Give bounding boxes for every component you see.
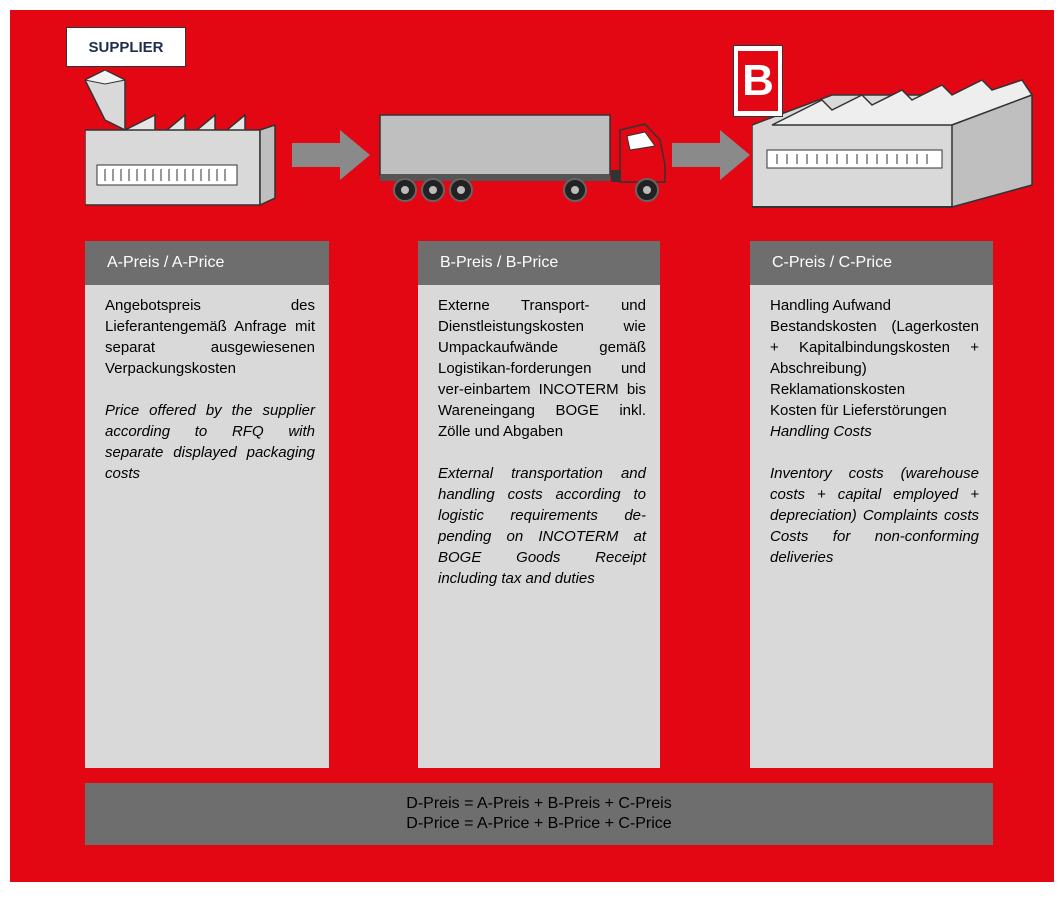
logo-letter: B [742,56,774,105]
a-price-german: Angebotspreis des Lieferantengemäß Anfra… [105,297,315,377]
b-price-title: B-Preis / B-Price [440,254,559,271]
b-price-german: Externe Transport- und Dienstleistungsko… [438,297,646,440]
factory-icon [85,70,276,207]
c-price-english: Inventory costs (warehouse costs + capit… [770,465,979,566]
b-price-english: External transportation and handling cos… [438,465,646,587]
c-price-title: C-Preis / C-Price [772,254,893,271]
b-price-body: Externe Transport- und Dienstleistungsko… [418,285,660,768]
boge-logo-icon: B [733,45,783,117]
c-price-body: Handling Aufwand Bestandskosten (Lagerko… [750,285,993,768]
a-price-english: Price offered by the supplier according … [105,402,315,482]
c-price-header: C-Preis / C-Price [750,241,993,285]
warehouse-icon [752,79,1034,208]
d-price-formula: D-Preis = A-Preis + B-Preis + C-Preis D-… [85,783,993,845]
supplier-label: SUPPLIER [66,27,186,67]
a-price-title: A-Preis / A-Price [107,254,225,271]
formula-line-german: D-Preis = A-Preis + B-Preis + C-Preis [406,795,672,812]
truck-icon [379,114,666,202]
formula-line-english: D-Price = A-Price + B-Price + C-Price [406,815,672,832]
a-price-header: A-Preis / A-Price [85,241,329,285]
c-price-german-italic: Handling Costs [770,423,872,440]
arrow-right-icon [292,130,370,180]
c-price-german-line: Reklamationskosten [770,381,906,398]
c-price-german-line: Handling Aufwand [770,297,891,314]
arrow-right-icon [672,130,750,180]
c-price-german-line: Kosten für Lieferstörungen [770,402,947,419]
a-price-body: Angebotspreis des Lieferantengemäß Anfra… [85,285,329,768]
c-price-german-line: Bestandskosten (Lagerkosten + Kapitalbin… [770,318,979,377]
b-price-header: B-Preis / B-Price [418,241,660,285]
